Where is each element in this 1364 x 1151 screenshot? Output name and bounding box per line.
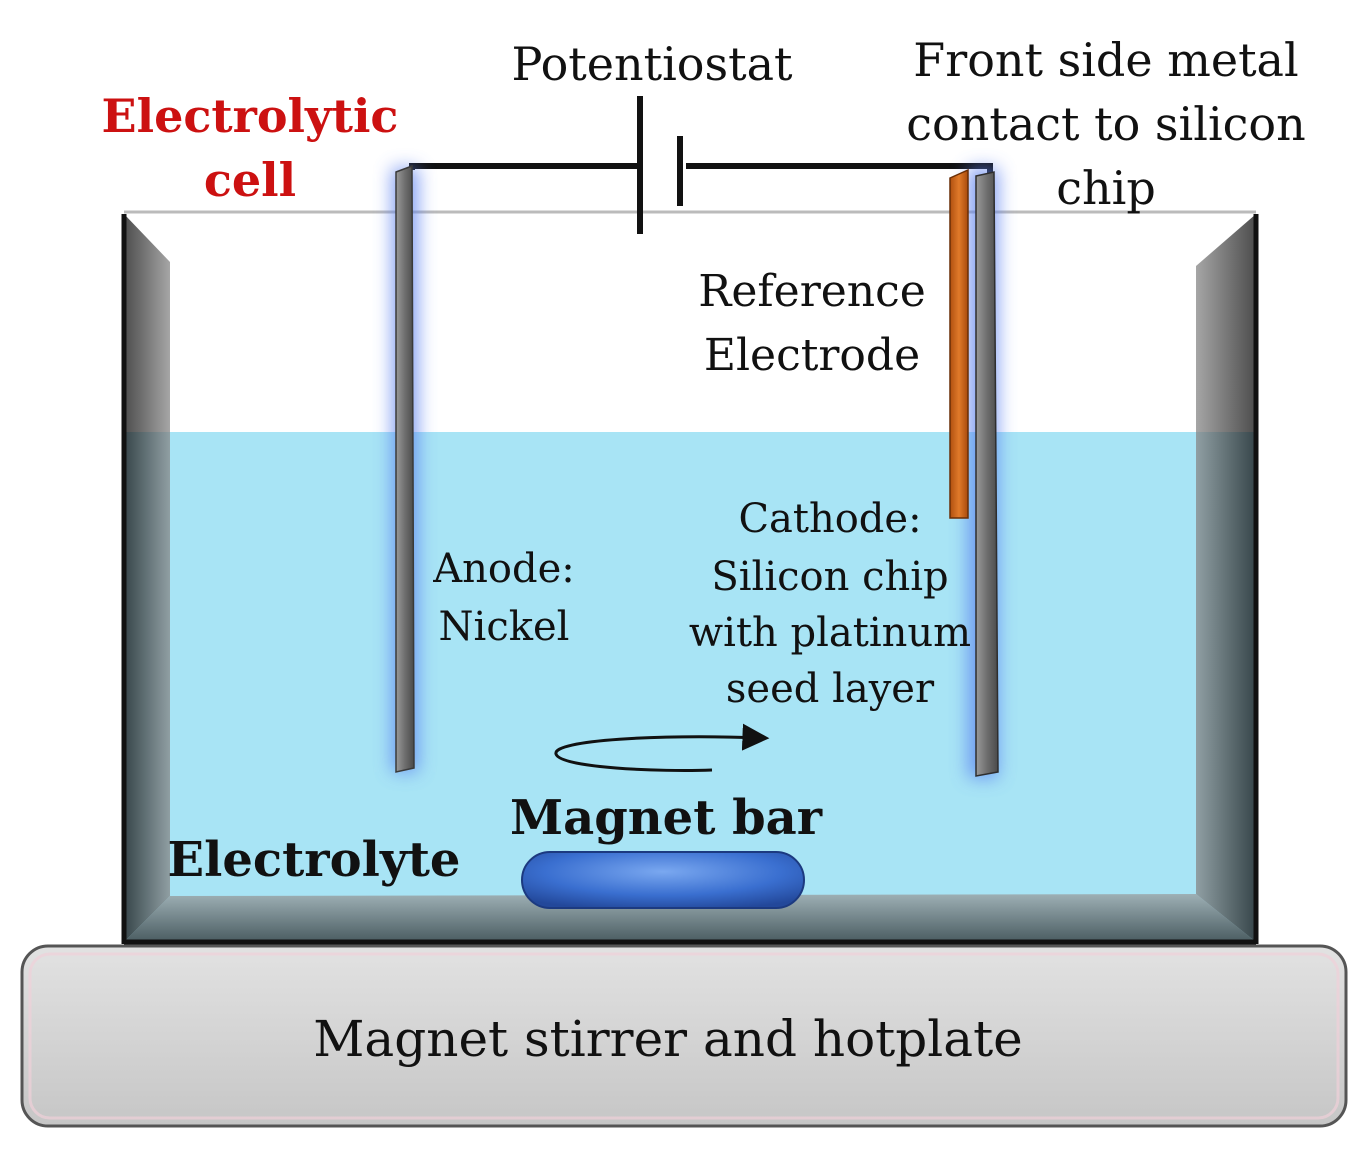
cathode-electrode xyxy=(968,168,999,778)
cathode-label-line4: seed layer xyxy=(726,666,935,712)
electrolytic-cell xyxy=(121,210,1259,945)
potentiostat-label: Potentiostat xyxy=(511,37,793,91)
hotplate: Magnet stirrer and hotplate xyxy=(20,944,1348,1128)
anode-label: Anode: Nickel xyxy=(432,546,574,650)
cell-title: Electrolytic cell xyxy=(102,89,399,207)
contact-label-line3: chip xyxy=(1056,161,1156,215)
anode-electrode xyxy=(392,164,418,773)
cell-title-line1: Electrolytic xyxy=(102,89,399,143)
rotation-arrow-icon xyxy=(554,723,770,772)
cathode-label: Cathode: Silicon chip with platinum seed… xyxy=(689,496,971,712)
reference-label-line2: Electrode xyxy=(704,330,920,381)
cell-air-space xyxy=(126,210,1254,436)
cathode-label-line2: Silicon chip xyxy=(711,554,948,600)
cathode-label-line3: with platinum xyxy=(689,610,971,656)
wire-right xyxy=(686,163,993,178)
cell-right-wall xyxy=(1196,214,1256,942)
reference-label: Reference Electrode xyxy=(698,266,926,381)
reference-electrode xyxy=(949,168,969,519)
anode-label-line1: Anode: xyxy=(432,546,574,592)
anode-label-line2: Nickel xyxy=(439,604,570,650)
magnet-bar xyxy=(521,851,805,909)
cell-title-line2: cell xyxy=(204,153,296,207)
contact-label-line1: Front side metal xyxy=(913,33,1298,87)
cell-left-wall xyxy=(124,214,170,942)
wire-left xyxy=(409,163,640,170)
contact-label: Front side metal contact to silicon chip xyxy=(906,33,1306,215)
cathode-label-line1: Cathode: xyxy=(738,496,921,542)
magnet-bar-label: Magnet bar xyxy=(510,790,823,846)
electrolyte-label: Electrolyte xyxy=(168,832,461,888)
reference-label-line1: Reference xyxy=(698,266,926,317)
cell-bottom-wall xyxy=(124,894,1256,942)
hotplate-label: Magnet stirrer and hotplate xyxy=(313,1010,1023,1068)
contact-label-line2: contact to silicon xyxy=(906,97,1306,151)
